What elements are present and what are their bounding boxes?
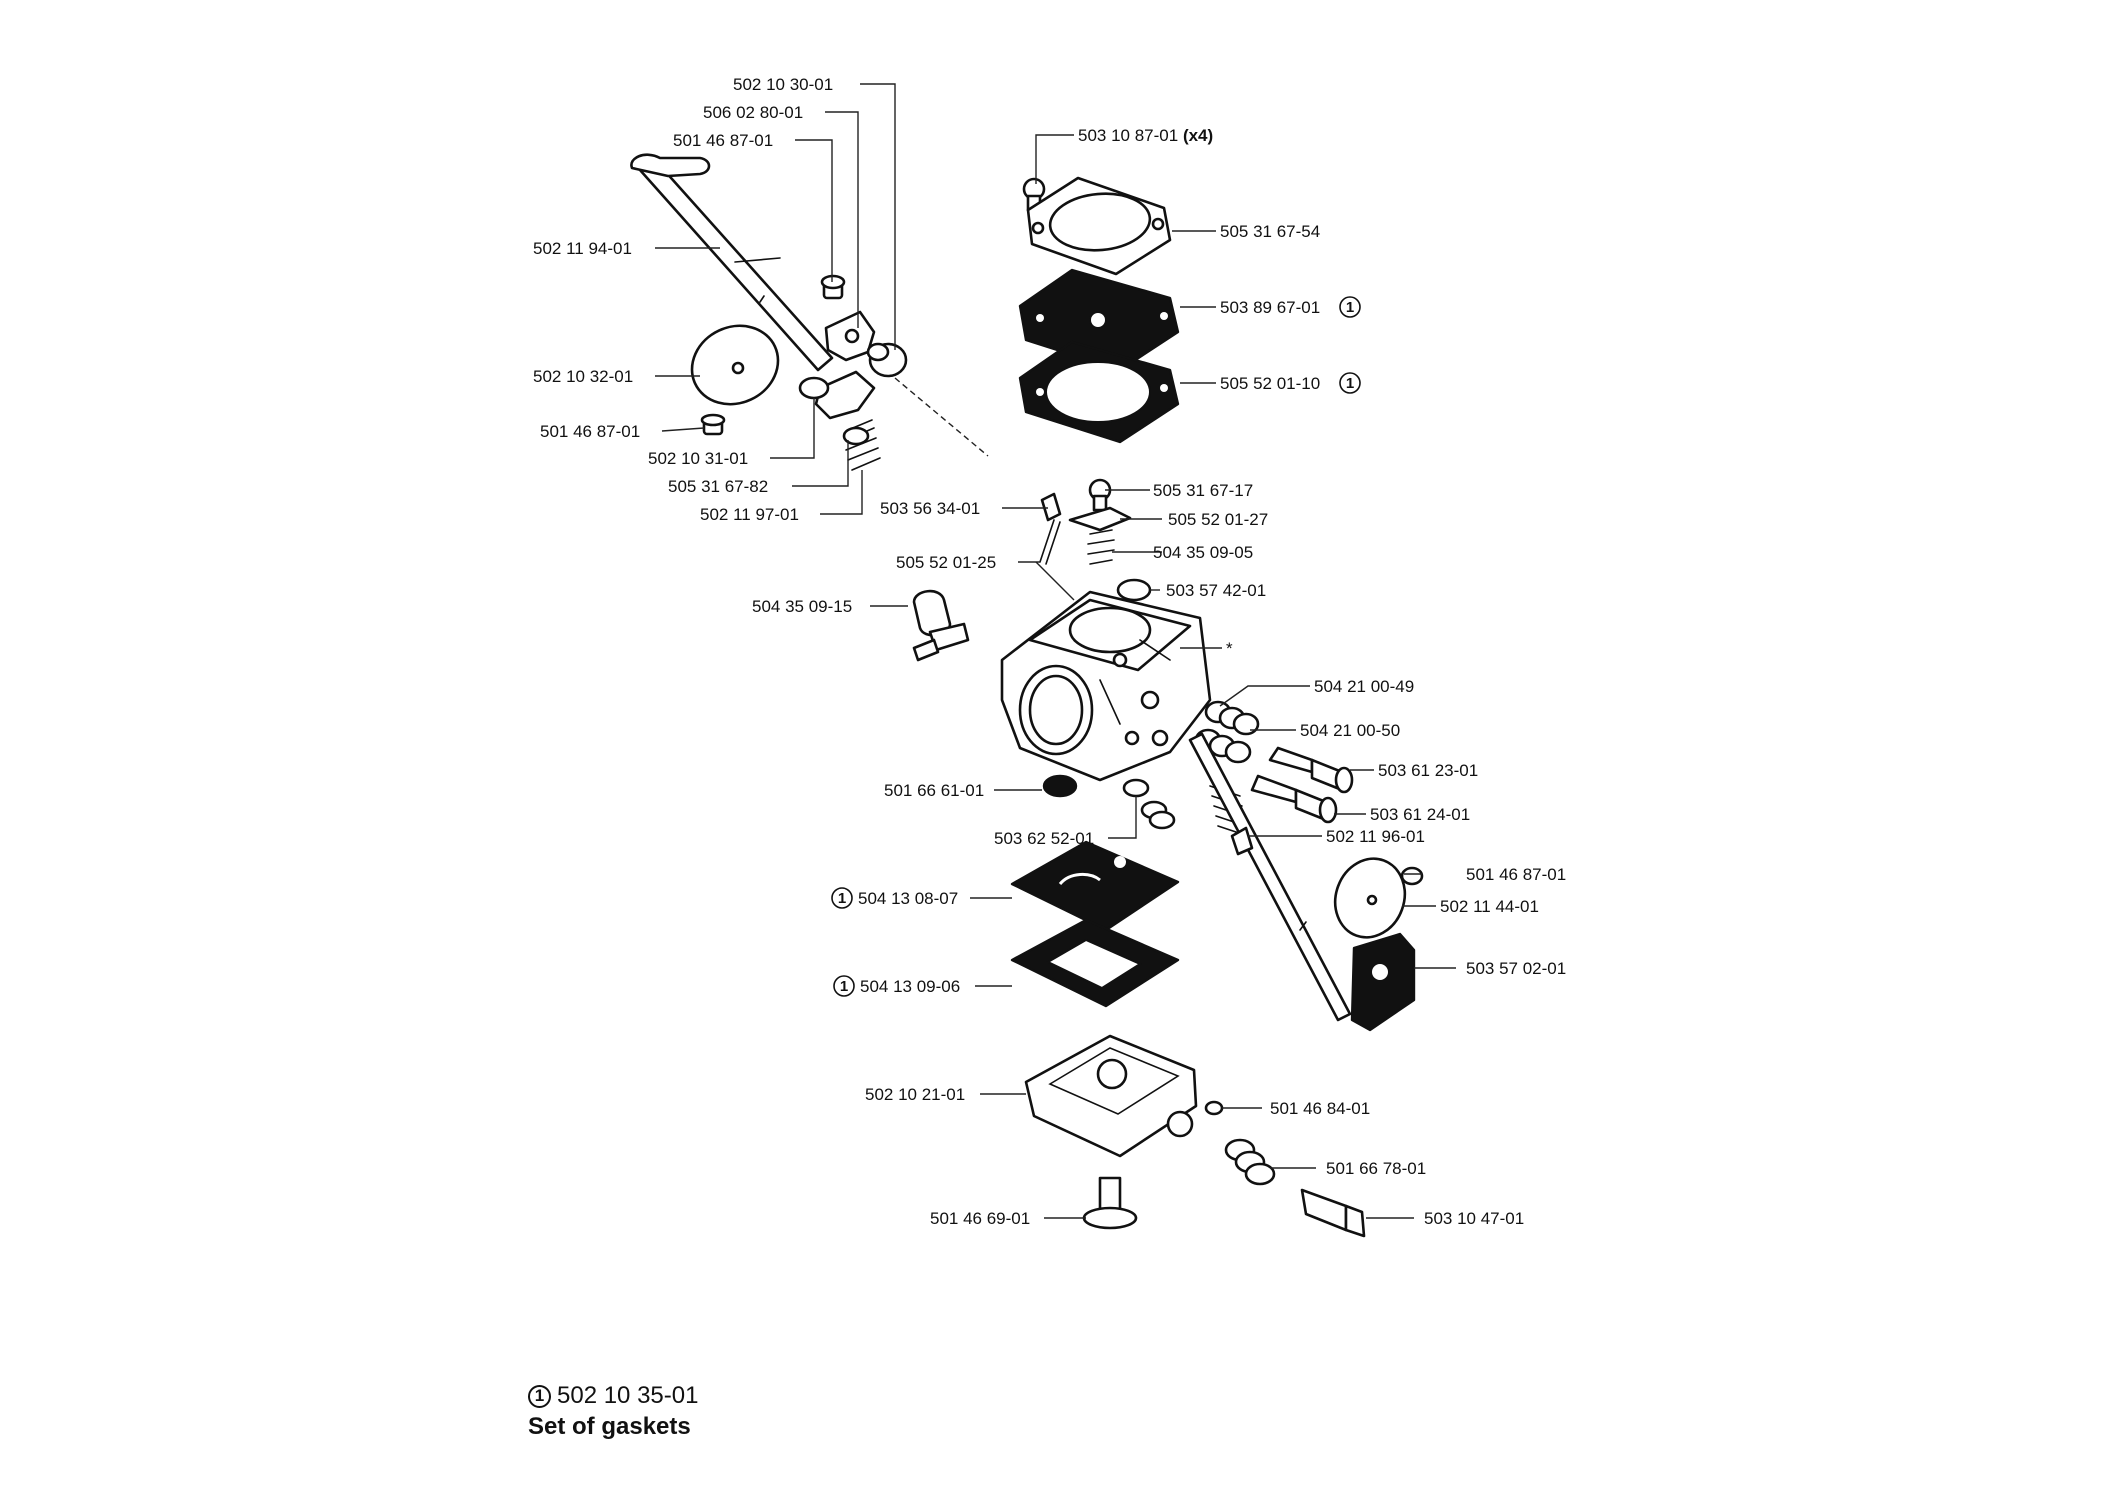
label-501-46-84-01: 501 46 84-01 xyxy=(1270,1099,1370,1118)
label-505-52-01-25: 505 52 01-25 xyxy=(896,553,996,572)
leader-lines xyxy=(655,83,1456,1219)
pump-gasket xyxy=(1018,340,1180,444)
choke-spring xyxy=(842,419,881,471)
marker-505-52-01-10: 1 xyxy=(1339,372,1361,394)
svg-text:1: 1 xyxy=(1346,375,1354,392)
label-502-10-21-01: 502 10 21-01 xyxy=(865,1085,965,1104)
choke-valve-plate xyxy=(690,324,780,406)
footnote-marker: 1 xyxy=(528,1384,551,1408)
marker-503-89-67-01: 1 xyxy=(1339,296,1361,318)
control-lever xyxy=(1068,506,1132,532)
idle-speed-screw xyxy=(1300,1188,1366,1238)
cover-screw-washer xyxy=(1122,778,1176,830)
label-502-11-94-01: 502 11 94-01 xyxy=(533,239,632,258)
marker-504-13-09-06: 1 xyxy=(833,975,855,997)
choke-bushing xyxy=(866,342,908,378)
carburetor-body xyxy=(1000,590,1212,782)
label-503-10-87-01: 503 10 87-01 (x4) xyxy=(1078,126,1213,145)
welch-plug xyxy=(1116,578,1152,602)
label-501-66-61-01: 501 66 61-01 xyxy=(884,781,984,800)
label-502-11-96-01: 502 11 96-01 xyxy=(1326,827,1425,846)
pump-diaphragm xyxy=(1018,268,1180,372)
label-503-61-24-01: 503 61 24-01 xyxy=(1370,805,1470,824)
label-502-11-44-01: 502 11 44-01 xyxy=(1440,897,1539,916)
label-503-61-23-01: 503 61 23-01 xyxy=(1378,761,1478,780)
cover-mounting-screw xyxy=(1082,1176,1138,1230)
label-501-66-78-01: 501 66 78-01 xyxy=(1326,1159,1426,1178)
label-505-31-67-82: 505 31 67-82 xyxy=(668,477,768,496)
label-503-89-67-01: 503 89 67-01 xyxy=(1220,298,1320,317)
marker-504-13-08-07: 1 xyxy=(831,887,853,909)
svg-text:1: 1 xyxy=(840,978,848,995)
label-504-35-09-05: 504 35 09-05 xyxy=(1153,543,1253,562)
pump-cover xyxy=(1026,176,1172,276)
idle-screw-spring xyxy=(1224,1138,1276,1186)
low-speed-needle xyxy=(1250,774,1338,824)
label-504-21-00-50: 504 21 00-50 xyxy=(1300,721,1400,740)
label-502-11-97-01: 502 11 97-01 xyxy=(700,505,799,524)
label-quantity-x4: (x4) xyxy=(1183,126,1213,145)
gasket-set-markers: 1 1 1 1 xyxy=(831,296,1361,997)
gasket-set-footnote: 1 502 10 35-01 Set of gaskets xyxy=(528,1382,698,1441)
choke-valve-screw xyxy=(700,413,726,436)
inlet-needle xyxy=(1039,492,1062,565)
footnote-description: Set of gaskets xyxy=(528,1413,691,1440)
label-504-13-09-06: 504 13 09-06 xyxy=(860,977,960,996)
label-501-46-69-01: 501 46 69-01 xyxy=(930,1209,1030,1228)
high-speed-needle xyxy=(1268,746,1354,794)
label-505-31-67-54: 505 31 67-54 xyxy=(1220,222,1320,241)
label-504-35-09-15: 504 35 09-15 xyxy=(752,597,852,616)
metering-gasket xyxy=(1010,918,1180,1008)
label-503-62-52-01: 503 62 52-01 xyxy=(994,829,1094,848)
label-503-57-02-01: 503 57 02-01 xyxy=(1466,959,1566,978)
label-501-46-87-01-top: 501 46 87-01 xyxy=(673,131,773,150)
label-503-10-47-01: 503 10 47-01 xyxy=(1424,1209,1524,1228)
fuel-screen xyxy=(1042,774,1078,798)
label-506-02-80-01: 506 02 80-01 xyxy=(703,103,803,122)
label-504-13-08-07: 504 13 08-07 xyxy=(858,889,958,908)
svg-text:1: 1 xyxy=(838,890,846,907)
label-asterisk: * xyxy=(1226,639,1233,658)
throttle-valve-plate xyxy=(1333,857,1407,939)
choke-lever-screw xyxy=(820,274,846,300)
throttle-lever xyxy=(1350,932,1416,1032)
metering-diaphragm xyxy=(1010,840,1180,932)
label-503-56-34-01: 503 56 34-01 xyxy=(880,499,980,518)
label-502-10-30-01: 502 10 30-01 xyxy=(733,75,833,94)
throttle-plate-screw xyxy=(1400,866,1424,886)
cover-screw-small xyxy=(1204,1100,1224,1116)
label-505-52-01-10: 505 52 01-10 xyxy=(1220,374,1320,393)
label-504-21-00-49: 504 21 00-49 xyxy=(1314,677,1414,696)
footnote-part-number: 502 10 35-01 xyxy=(557,1382,699,1409)
label-505-31-67-17: 505 31 67-17 xyxy=(1153,481,1253,500)
choke-detent xyxy=(798,370,876,420)
label-501-46-87-01-right: 501 46 87-01 xyxy=(1466,865,1566,884)
choke-shaft xyxy=(630,153,834,372)
label-505-52-01-27: 505 52 01-27 xyxy=(1168,510,1268,529)
label-502-10-31-01: 502 10 31-01 xyxy=(648,449,748,468)
label-502-10-32-01: 502 10 32-01 xyxy=(533,367,633,386)
label-501-46-87-01-left: 501 46 87-01 xyxy=(540,422,640,441)
metering-cover xyxy=(1024,1034,1198,1158)
svg-text:1: 1 xyxy=(1346,299,1354,316)
throttle-shaft xyxy=(1188,732,1352,1022)
label-503-57-42-01: 503 57 42-01 xyxy=(1166,581,1266,600)
part-labels: 502 10 30-01 506 02 80-01 501 46 87-01 5… xyxy=(533,75,1566,1228)
footnote-part-row: 1 502 10 35-01 xyxy=(528,1382,698,1410)
control-lever-screw xyxy=(1088,478,1112,512)
fuel-inlet-fitting xyxy=(912,589,970,662)
control-lever-spring xyxy=(1087,529,1115,565)
